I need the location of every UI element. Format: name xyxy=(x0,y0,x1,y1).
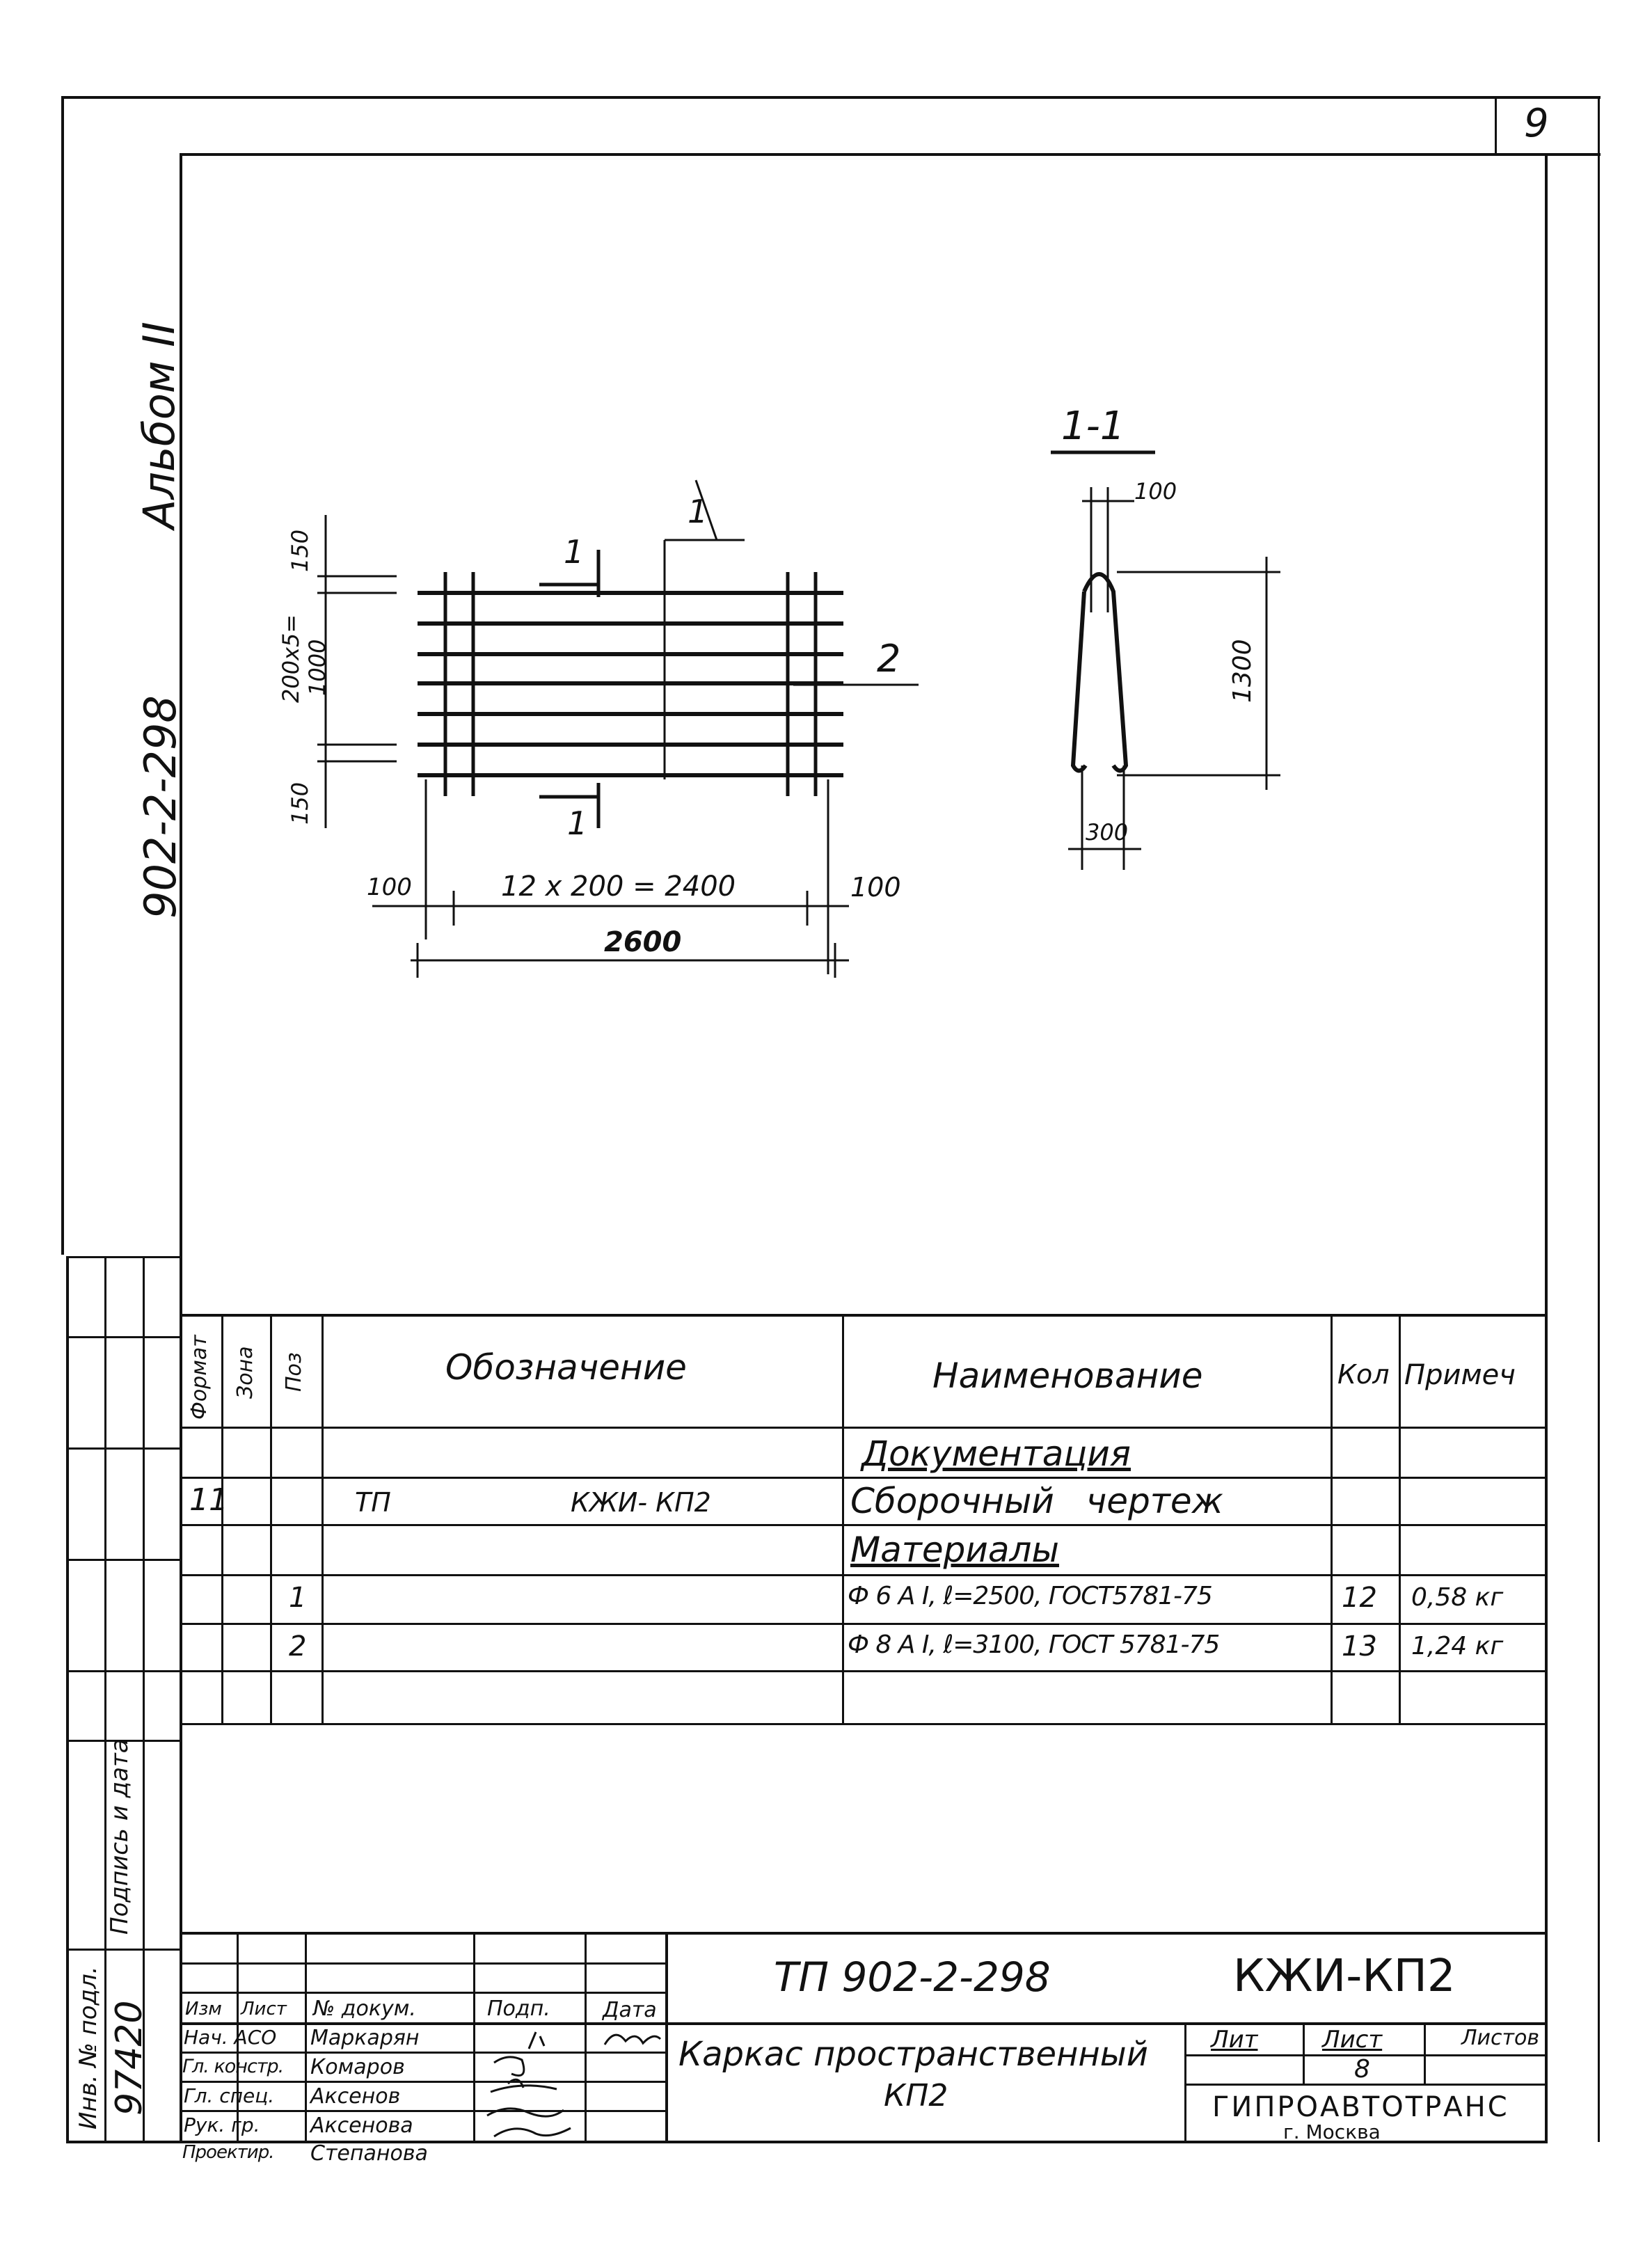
spec-row-3-note: 0,58 кг xyxy=(1411,1583,1504,1612)
col-doc: № докум. xyxy=(313,1997,416,2021)
col-izm: Изм xyxy=(185,1999,222,2020)
spec-row-0-name: Документация xyxy=(861,1434,1131,1474)
spec-row-4-qty: 13 xyxy=(1342,1631,1377,1663)
spec-row-3-qty: 12 xyxy=(1342,1582,1377,1614)
sheet-number-box-left xyxy=(1495,96,1497,154)
header-qty: Кол xyxy=(1337,1359,1390,1390)
sheet-value: 8 xyxy=(1354,2055,1370,2084)
header-note: Примеч xyxy=(1404,1359,1516,1391)
spec-row-3-name: Ф 6 А I, ℓ=2500, ГОСТ5781-75 xyxy=(848,1582,1213,1610)
col-list: Лист xyxy=(241,1999,287,2020)
staff-role-3: Рук. гр. xyxy=(184,2113,260,2136)
frame-left-line xyxy=(61,96,64,1255)
spec-row-1-designation-a: ТП xyxy=(355,1487,391,1518)
cut-label-bottom: 1 xyxy=(567,804,588,842)
staff-role-1: Гл. констр. xyxy=(182,2056,284,2077)
frame-top-line xyxy=(61,96,1601,99)
staff-name-0: Маркарян xyxy=(310,2026,420,2050)
cut-label-top: 1 xyxy=(564,533,585,571)
pos-label-2: 2 xyxy=(877,637,901,681)
signatures xyxy=(486,2031,571,2138)
pos-label-1: 1 xyxy=(688,493,708,530)
dim-total: 2600 xyxy=(604,926,682,958)
dim-mid-b: 1000 xyxy=(304,639,331,696)
header-format: Формат xyxy=(187,1335,212,1420)
org-name: ГИПРОАВТОТРАНС xyxy=(1212,2091,1509,2123)
staff-name-4: Степанова xyxy=(310,2141,428,2166)
spec-row-2-name: Материалы xyxy=(850,1530,1059,1570)
dim-bot-150: 150 xyxy=(287,782,313,825)
frame-bottom-line xyxy=(66,2141,1548,2143)
spec-row-4-note: 1,24 кг xyxy=(1411,1632,1504,1660)
header-designation: Обозначение xyxy=(445,1347,687,1388)
sheets-label: Листов xyxy=(1461,2026,1540,2050)
frame-outer-right-line xyxy=(1598,96,1600,2142)
col-date: Дата xyxy=(603,1998,657,2022)
dim-mid-a: 200х5= xyxy=(278,614,304,703)
col-sign: Подп. xyxy=(487,1997,550,2021)
spec-row-1-format: 11 xyxy=(189,1482,228,1518)
dim-left-100: 100 xyxy=(367,873,412,901)
sec-dim-100: 100 xyxy=(1134,478,1177,505)
sec-dim-1300: 1300 xyxy=(1228,639,1257,703)
sec-dim-300: 300 xyxy=(1086,819,1129,846)
header-name: Наименование xyxy=(932,1356,1203,1396)
inv-label: Инв. № подл. xyxy=(74,1966,102,2129)
staff-role-0: Нач. АСО xyxy=(184,2026,277,2049)
dim-span: 12 х 200 = 2400 xyxy=(501,871,736,903)
frame-inner-right-line xyxy=(1545,153,1548,2143)
staff-name-1: Комаров xyxy=(310,2055,405,2079)
org-city: г. Москва xyxy=(1283,2120,1381,2143)
staff-name-2: Аксенов xyxy=(310,2084,401,2109)
spec-row-4-name: Ф 8 А I, ℓ=3100, ГОСТ 5781-75 xyxy=(848,1631,1220,1659)
title-line-b: КП2 xyxy=(884,2078,948,2113)
section-label: 1-1 xyxy=(1061,404,1125,449)
frame-inner-left-line xyxy=(180,153,182,2143)
staff-role-2: Гл. спец. xyxy=(184,2084,275,2107)
inv-value: 97420 xyxy=(109,2000,150,2116)
staff-role-4: Проектир. xyxy=(182,2142,274,2163)
doc-code-a: ТП 902-2-298 xyxy=(774,1953,1051,2001)
header-zone: Зона xyxy=(233,1346,257,1399)
reinforcement-drawing xyxy=(317,450,1280,978)
spec-row-1-name: Сборочный чертеж xyxy=(850,1481,1223,1521)
date-scribble xyxy=(603,2033,662,2045)
spec-row-3-pos: 1 xyxy=(289,1582,307,1614)
staff-name-3: Аксенова xyxy=(310,2113,413,2138)
doc-code-b: КЖИ-КП2 xyxy=(1233,1951,1456,2002)
title-line-a: Каркас пространственный xyxy=(678,2035,1148,2074)
header-pos: Поз xyxy=(282,1352,306,1392)
dim-top-150: 150 xyxy=(287,529,313,572)
sheet-label: Лист xyxy=(1322,2026,1383,2054)
frame-inner-top-line xyxy=(180,153,1601,156)
dim-right-100: 100 xyxy=(850,872,901,903)
spec-row-1-designation-b: КЖИ- КП2 xyxy=(571,1487,711,1518)
sheet-number: 9 xyxy=(1524,101,1549,146)
spec-row-4-pos: 2 xyxy=(289,1631,307,1663)
sign-date-label: Подпись и дата xyxy=(106,1738,134,1935)
lit-label: Лит xyxy=(1211,2026,1258,2054)
